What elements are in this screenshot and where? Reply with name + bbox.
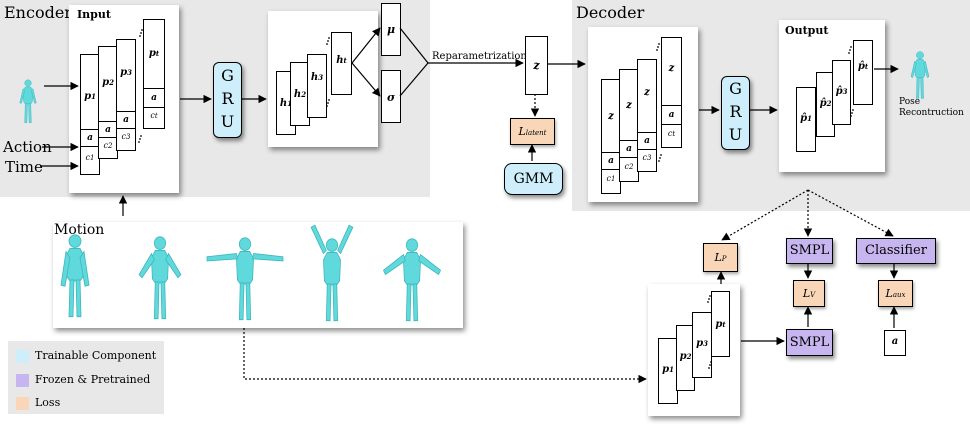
sigma-box: σ xyxy=(381,70,401,123)
action-label-box: a xyxy=(884,330,906,356)
legend-item-trainable: Trainable Component xyxy=(16,349,156,363)
dec-card-t: z a ct xyxy=(661,37,682,148)
aux-loss: Laux xyxy=(878,280,913,307)
reparametrization-label: Reparametrization xyxy=(432,51,527,62)
decoder-title: Decoder xyxy=(576,3,645,22)
dec-card-2: z a c2 xyxy=(619,69,639,182)
output-card-1: p̂1 xyxy=(796,87,816,152)
classifier-box: Classifier xyxy=(856,238,936,264)
gt-card-3: p3 xyxy=(692,312,712,378)
gmm-box: GMM xyxy=(504,163,563,195)
smpl-bottom: SMPL xyxy=(786,329,833,356)
latent-loss: Llatent xyxy=(510,118,555,145)
latent-z-box: z xyxy=(525,36,548,95)
output-panel-title: Output xyxy=(785,24,829,37)
encoder-title: Encoder xyxy=(4,3,72,22)
motion-panel: Motion xyxy=(53,222,463,328)
action-label: Action xyxy=(3,138,52,156)
legend-item-frozen: Frozen & Pretrained xyxy=(16,373,150,387)
motion-title: Motion xyxy=(54,222,105,238)
input-card-t: pt a ct xyxy=(143,19,165,129)
legend: Trainable Component Frozen & Pretrained … xyxy=(8,341,164,414)
output-card-3: p̂3 xyxy=(832,60,851,125)
legend-item-loss: Loss xyxy=(16,396,60,410)
time-label: Time xyxy=(5,158,43,176)
input-panel-title: Input xyxy=(77,8,111,21)
smpl-top: SMPL xyxy=(786,238,833,264)
input-card-3: p3 a c3 xyxy=(116,39,136,151)
hidden-card-3: h3 xyxy=(307,54,327,118)
gt-card-t: pt xyxy=(711,291,730,357)
vertex-loss: LV xyxy=(793,280,825,307)
output-card-t: p̂t xyxy=(853,40,873,105)
dec-card-3: z a c3 xyxy=(637,59,657,172)
hidden-card-t: ht xyxy=(331,32,352,95)
